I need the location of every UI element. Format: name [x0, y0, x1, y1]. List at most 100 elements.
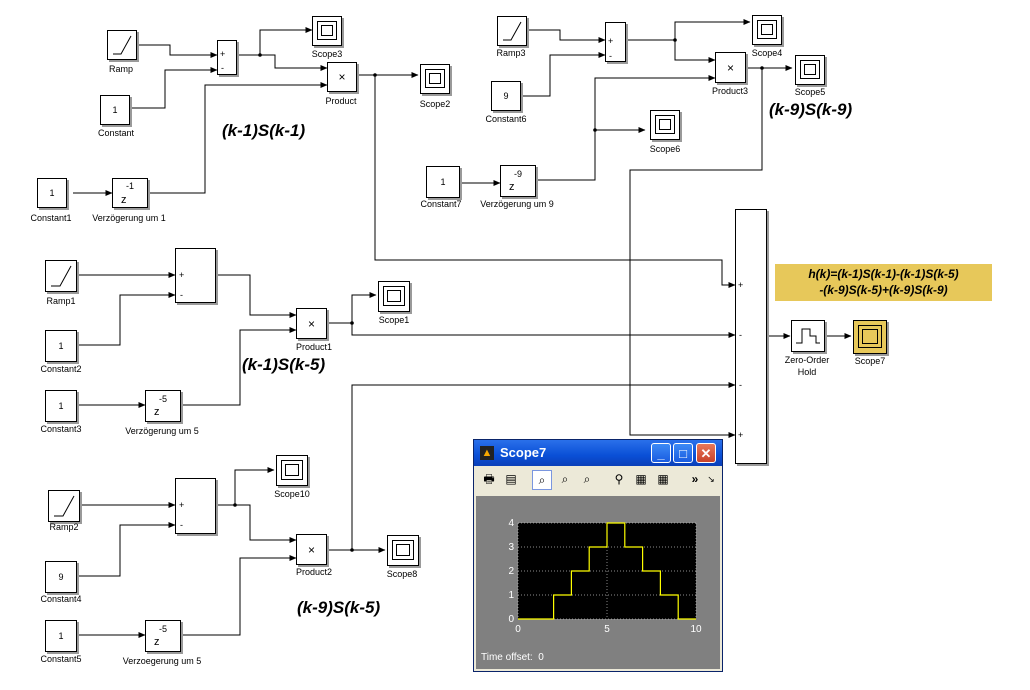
big-sum-plus1: + — [738, 280, 744, 290]
ramp-icon — [113, 35, 132, 55]
scope3-block[interactable] — [312, 16, 342, 46]
delay1-label: Verzögerung um 1 — [92, 213, 166, 223]
sum3-block[interactable]: + - — [175, 248, 216, 303]
delay9-block[interactable]: -9 z — [500, 165, 536, 197]
zoom-x-icon[interactable]: ⌕ — [561, 472, 569, 486]
delay9-z: z — [509, 181, 515, 193]
constant5-block[interactable]: 1 — [45, 620, 77, 652]
parameters-icon[interactable]: ▤ — [505, 472, 517, 486]
constant5-value: 1 — [58, 631, 64, 641]
constant4-label: Constant4 — [40, 594, 82, 604]
ramp-block[interactable] — [107, 30, 137, 60]
product3-label: Product3 — [711, 86, 749, 96]
scope5-block[interactable] — [795, 55, 825, 85]
overflow-icon[interactable]: » — [691, 472, 699, 486]
delay9-exponent: -9 — [514, 169, 523, 179]
constant6-block[interactable]: 9 — [491, 81, 521, 111]
maximize-button[interactable]: □ — [673, 443, 693, 463]
constant2-value: 1 — [58, 341, 64, 351]
delay5-exponent: -5 — [159, 394, 168, 404]
scope10-block[interactable] — [276, 455, 308, 486]
formula-line1: h(k)=(k-1)S(k-1)-(k-1)S(k-5) — [808, 267, 959, 281]
constant-label: Constant — [97, 128, 135, 138]
delay5b-label: Verzoegerung um 5 — [122, 656, 202, 666]
zoom-y-icon[interactable]: ⌕ — [583, 472, 591, 486]
annotation-k1-sk1: (k-1)S(k-1) — [222, 121, 306, 140]
close-button[interactable]: ✕ — [696, 443, 716, 463]
constant4-block[interactable]: 9 — [45, 561, 77, 593]
zoh-block[interactable] — [791, 320, 825, 352]
scope6-block[interactable] — [650, 110, 680, 140]
ramp2-block[interactable] — [48, 490, 80, 522]
delay5b-block[interactable]: -5 z — [145, 620, 181, 652]
annotation-k1-sk5: (k-1)S(k-5) — [242, 355, 326, 374]
constant2-block[interactable]: 1 — [45, 330, 77, 362]
sum2-block[interactable]: + - — [605, 22, 626, 62]
scope5-label: Scope5 — [794, 87, 826, 97]
product2-block[interactable]: × — [296, 534, 327, 565]
constant3-value: 1 — [58, 401, 64, 411]
annotation-k9-sk5: (k-9)S(k-5) — [297, 598, 381, 617]
x-tick-label: 10 — [690, 624, 702, 635]
formula-box: h(k)=(k-1)S(k-1)-(k-1)S(k-5) -(k-9)S(k-5… — [775, 264, 992, 301]
sum1-block[interactable]: + - — [217, 40, 237, 75]
ramp3-label: Ramp3 — [496, 48, 526, 58]
ramp-icon — [503, 21, 522, 41]
big-sum-minus1: - — [739, 330, 742, 340]
sum4-block[interactable]: + - — [175, 478, 216, 534]
minimize-button[interactable]: _ — [651, 443, 671, 463]
scope4-block[interactable] — [752, 15, 782, 45]
scope7-label: Scope7 — [854, 356, 886, 366]
constant6-label: Constant6 — [485, 114, 527, 124]
y-tick-label: 3 — [508, 542, 514, 553]
scope6-label: Scope6 — [649, 144, 681, 154]
restore-axes-icon[interactable]: ▦ — [657, 472, 669, 486]
delay5-z: z — [154, 406, 160, 418]
constant7-block[interactable]: 1 — [426, 166, 460, 198]
zoh-step-icon — [796, 328, 820, 344]
y-tick-label: 1 — [508, 590, 514, 601]
product-times: × — [338, 70, 346, 84]
zoom-icon[interactable]: ⌕ — [532, 470, 552, 490]
time-offset-text: Time offset: 0 — [481, 652, 544, 663]
ramp3-block[interactable] — [497, 16, 527, 46]
constant3-block[interactable]: 1 — [45, 390, 77, 422]
print-icon[interactable]: 🖶 — [483, 472, 495, 486]
autoscale-icon[interactable]: ⚲ — [614, 472, 624, 486]
delay5b-exponent: -5 — [159, 624, 168, 634]
constant-block[interactable]: 1 — [100, 95, 130, 125]
constant7-label: Constant7 — [420, 199, 462, 209]
big-sum-plus2: + — [738, 430, 744, 440]
big-sum-block[interactable]: + - - + — [735, 209, 767, 464]
sum1-minus: - — [221, 63, 224, 73]
delay5-block[interactable]: -5 z — [145, 390, 181, 422]
scope-screen-icon — [281, 460, 303, 480]
toolbar-arrow-icon[interactable]: ↘ — [707, 474, 715, 484]
scope-screen-icon — [655, 115, 675, 134]
product3-block[interactable]: × — [715, 52, 746, 83]
product1-label: Product1 — [295, 342, 333, 352]
scope1-block[interactable] — [378, 281, 410, 312]
ramp-icon — [54, 495, 75, 517]
scope-toolbar: 🖶 ▤ ⌕ ⌕ ⌕ ⚲ ▦ ▦ » ↘ — [476, 467, 720, 493]
scope-screen-icon — [383, 286, 405, 306]
save-axes-icon[interactable]: ▦ — [635, 472, 647, 486]
constant1-value: 1 — [49, 188, 55, 198]
product-block[interactable]: × — [327, 62, 357, 92]
scope2-block[interactable] — [420, 64, 450, 94]
constant1-block[interactable]: 1 — [37, 178, 67, 208]
delay5b-z: z — [154, 636, 160, 648]
scope-titlebar[interactable]: ▲ Scope7 _ □ ✕ — [474, 440, 722, 466]
delay1-block[interactable]: -1 z — [112, 178, 148, 208]
scope7-block[interactable] — [853, 320, 887, 354]
scope8-block[interactable] — [387, 535, 419, 566]
constant4-value: 9 — [58, 572, 64, 582]
ramp1-block[interactable] — [45, 260, 77, 292]
product1-block[interactable]: × — [296, 308, 327, 339]
constant1-label: Constant1 — [30, 213, 72, 223]
annotation-k9-sk9: (k-9)S(k-9) — [769, 100, 853, 119]
